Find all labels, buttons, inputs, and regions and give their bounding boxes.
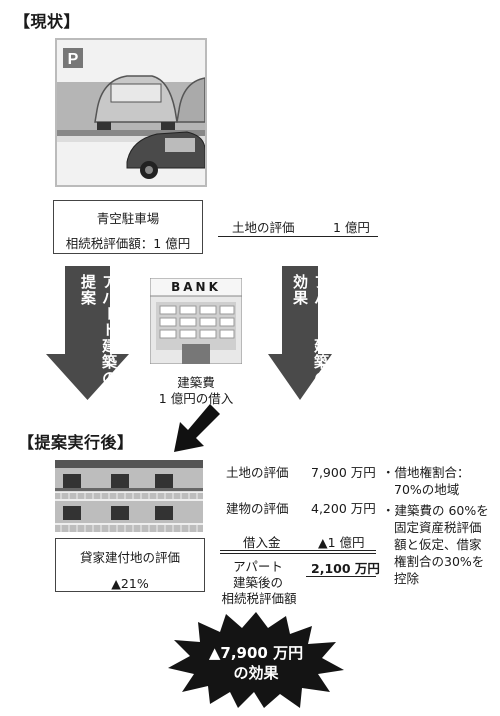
bank-building: BANK — [149, 277, 243, 365]
rental-land-value: ▲21% — [111, 576, 149, 591]
total-label-2: 建築後の — [232, 575, 283, 590]
proposal-arrow-label: アパート建築の提案 — [79, 274, 118, 386]
note-construction-5: 控除 — [394, 571, 420, 586]
parking-sign: P — [68, 51, 79, 68]
land-eval-value: 7,900 万円 — [311, 465, 376, 480]
total-double-line-bottom — [220, 553, 376, 555]
effect-starburst: ▲7,900 万円 の効果 — [168, 612, 344, 708]
bank-sign: BANK — [171, 280, 221, 294]
effect-arrow: アパート建築の効果 — [268, 266, 332, 400]
note-construction-2: 固定資産税評価 — [394, 520, 482, 535]
loan-value: ▲1 億円 — [318, 535, 365, 550]
building-eval-label: 建物の評価 — [226, 501, 289, 516]
parking-lot-illustration: P — [55, 38, 207, 187]
parking-lot-box: 青空駐車場 相続税評価額：1 億円 — [53, 200, 203, 254]
apartment-illustration — [55, 460, 203, 532]
rental-land-box: 貸家建付地の評価 ▲21% — [55, 538, 205, 592]
effect-amount: ▲7,900 万円 — [208, 644, 304, 662]
effect-caption: の効果 — [233, 664, 279, 682]
note-leasehold-1: ・借地権割合： — [382, 465, 470, 480]
total-label-3: 相続税評価額 — [221, 591, 297, 606]
note-construction-1: ・建築費の 60%を — [382, 503, 489, 518]
rental-land-label: 貸家建付地の評価 — [79, 550, 180, 565]
land-label: 土地の評価 — [232, 220, 295, 235]
total-double-line-top — [220, 550, 376, 552]
land-underline — [218, 236, 378, 238]
land-eval-label: 土地の評価 — [226, 465, 289, 480]
construction-loan-label: 1 億円の借入 — [158, 391, 234, 406]
note-leasehold-2: 70%の地域 — [394, 482, 460, 497]
proposal-arrow: アパート建築の提案 — [45, 266, 130, 400]
land-value: 1 億円 — [333, 220, 370, 235]
current-heading: 【現状】 — [14, 12, 81, 31]
note-construction-3: 額と仮定、借家 — [394, 537, 482, 552]
note-construction-4: 権割合の30%を — [394, 554, 485, 569]
building-eval-value: 4,200 万円 — [311, 501, 376, 516]
after-heading: 【提案実行後】 — [18, 433, 134, 452]
lot-name: 青空駐車場 — [96, 211, 160, 226]
construction-cost-label: 建築費 — [177, 375, 215, 390]
lot-value: 相続税評価額：1 億円 — [65, 236, 191, 251]
total-value: 2,100 万円 — [311, 561, 380, 576]
loan-label: 借入金 — [243, 535, 281, 550]
effect-arrow-label: アパート建築の効果 — [291, 274, 330, 386]
diagonal-arrow — [170, 404, 220, 454]
total-value-underline — [306, 576, 376, 578]
total-label-1: アパート — [233, 559, 283, 574]
parking-lot-picture: P — [57, 40, 206, 185]
